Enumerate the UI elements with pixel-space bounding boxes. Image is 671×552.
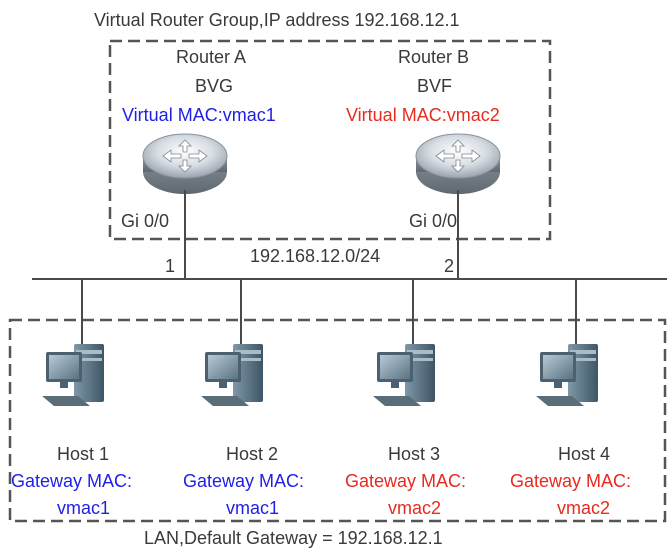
router-a-interface: Gi 0/0 bbox=[121, 211, 169, 231]
router-b-name: Router B bbox=[398, 47, 469, 67]
host-4-gw-label: Gateway MAC: bbox=[510, 471, 631, 491]
network-label: 192.168.12.0/24 bbox=[250, 246, 380, 266]
lan-footer: LAN,Default Gateway = 192.168.12.1 bbox=[144, 528, 443, 548]
router-a-port: 1 bbox=[165, 256, 175, 276]
router-b-role: BVF bbox=[417, 76, 452, 96]
router-b-mac: Virtual MAC:vmac2 bbox=[346, 105, 500, 125]
lan-group-box bbox=[8, 318, 667, 523]
router-b-interface: Gi 0/0 bbox=[409, 211, 457, 231]
computer-icon bbox=[201, 344, 263, 406]
router-a-role: BVG bbox=[195, 76, 233, 96]
host-2-name: Host 2 bbox=[226, 444, 278, 464]
group-title: Virtual Router Group,IP address 192.168.… bbox=[94, 10, 460, 30]
host-2-gw-mac: vmac1 bbox=[226, 498, 279, 518]
computer-icon bbox=[42, 344, 104, 406]
router-group-box bbox=[108, 39, 552, 241]
host-4-gw-mac: vmac2 bbox=[557, 498, 610, 518]
router-icon bbox=[142, 133, 228, 195]
router-a-mac: Virtual MAC:vmac1 bbox=[122, 105, 276, 125]
host-2-gw-label: Gateway MAC: bbox=[183, 471, 304, 491]
router-a-name: Router A bbox=[176, 47, 246, 67]
host-1-gw-mac: vmac1 bbox=[57, 498, 110, 518]
router-icon bbox=[415, 133, 501, 195]
router-b-port: 2 bbox=[444, 256, 454, 276]
host-3-name: Host 3 bbox=[388, 444, 440, 464]
host-1-name: Host 1 bbox=[57, 444, 109, 464]
host-3-gw-mac: vmac2 bbox=[388, 498, 441, 518]
host-1-gw-label: Gateway MAC: bbox=[11, 471, 132, 491]
computer-icon bbox=[373, 344, 435, 406]
computer-icon bbox=[536, 344, 598, 406]
host-4-name: Host 4 bbox=[558, 444, 610, 464]
host-3-gw-label: Gateway MAC: bbox=[345, 471, 466, 491]
